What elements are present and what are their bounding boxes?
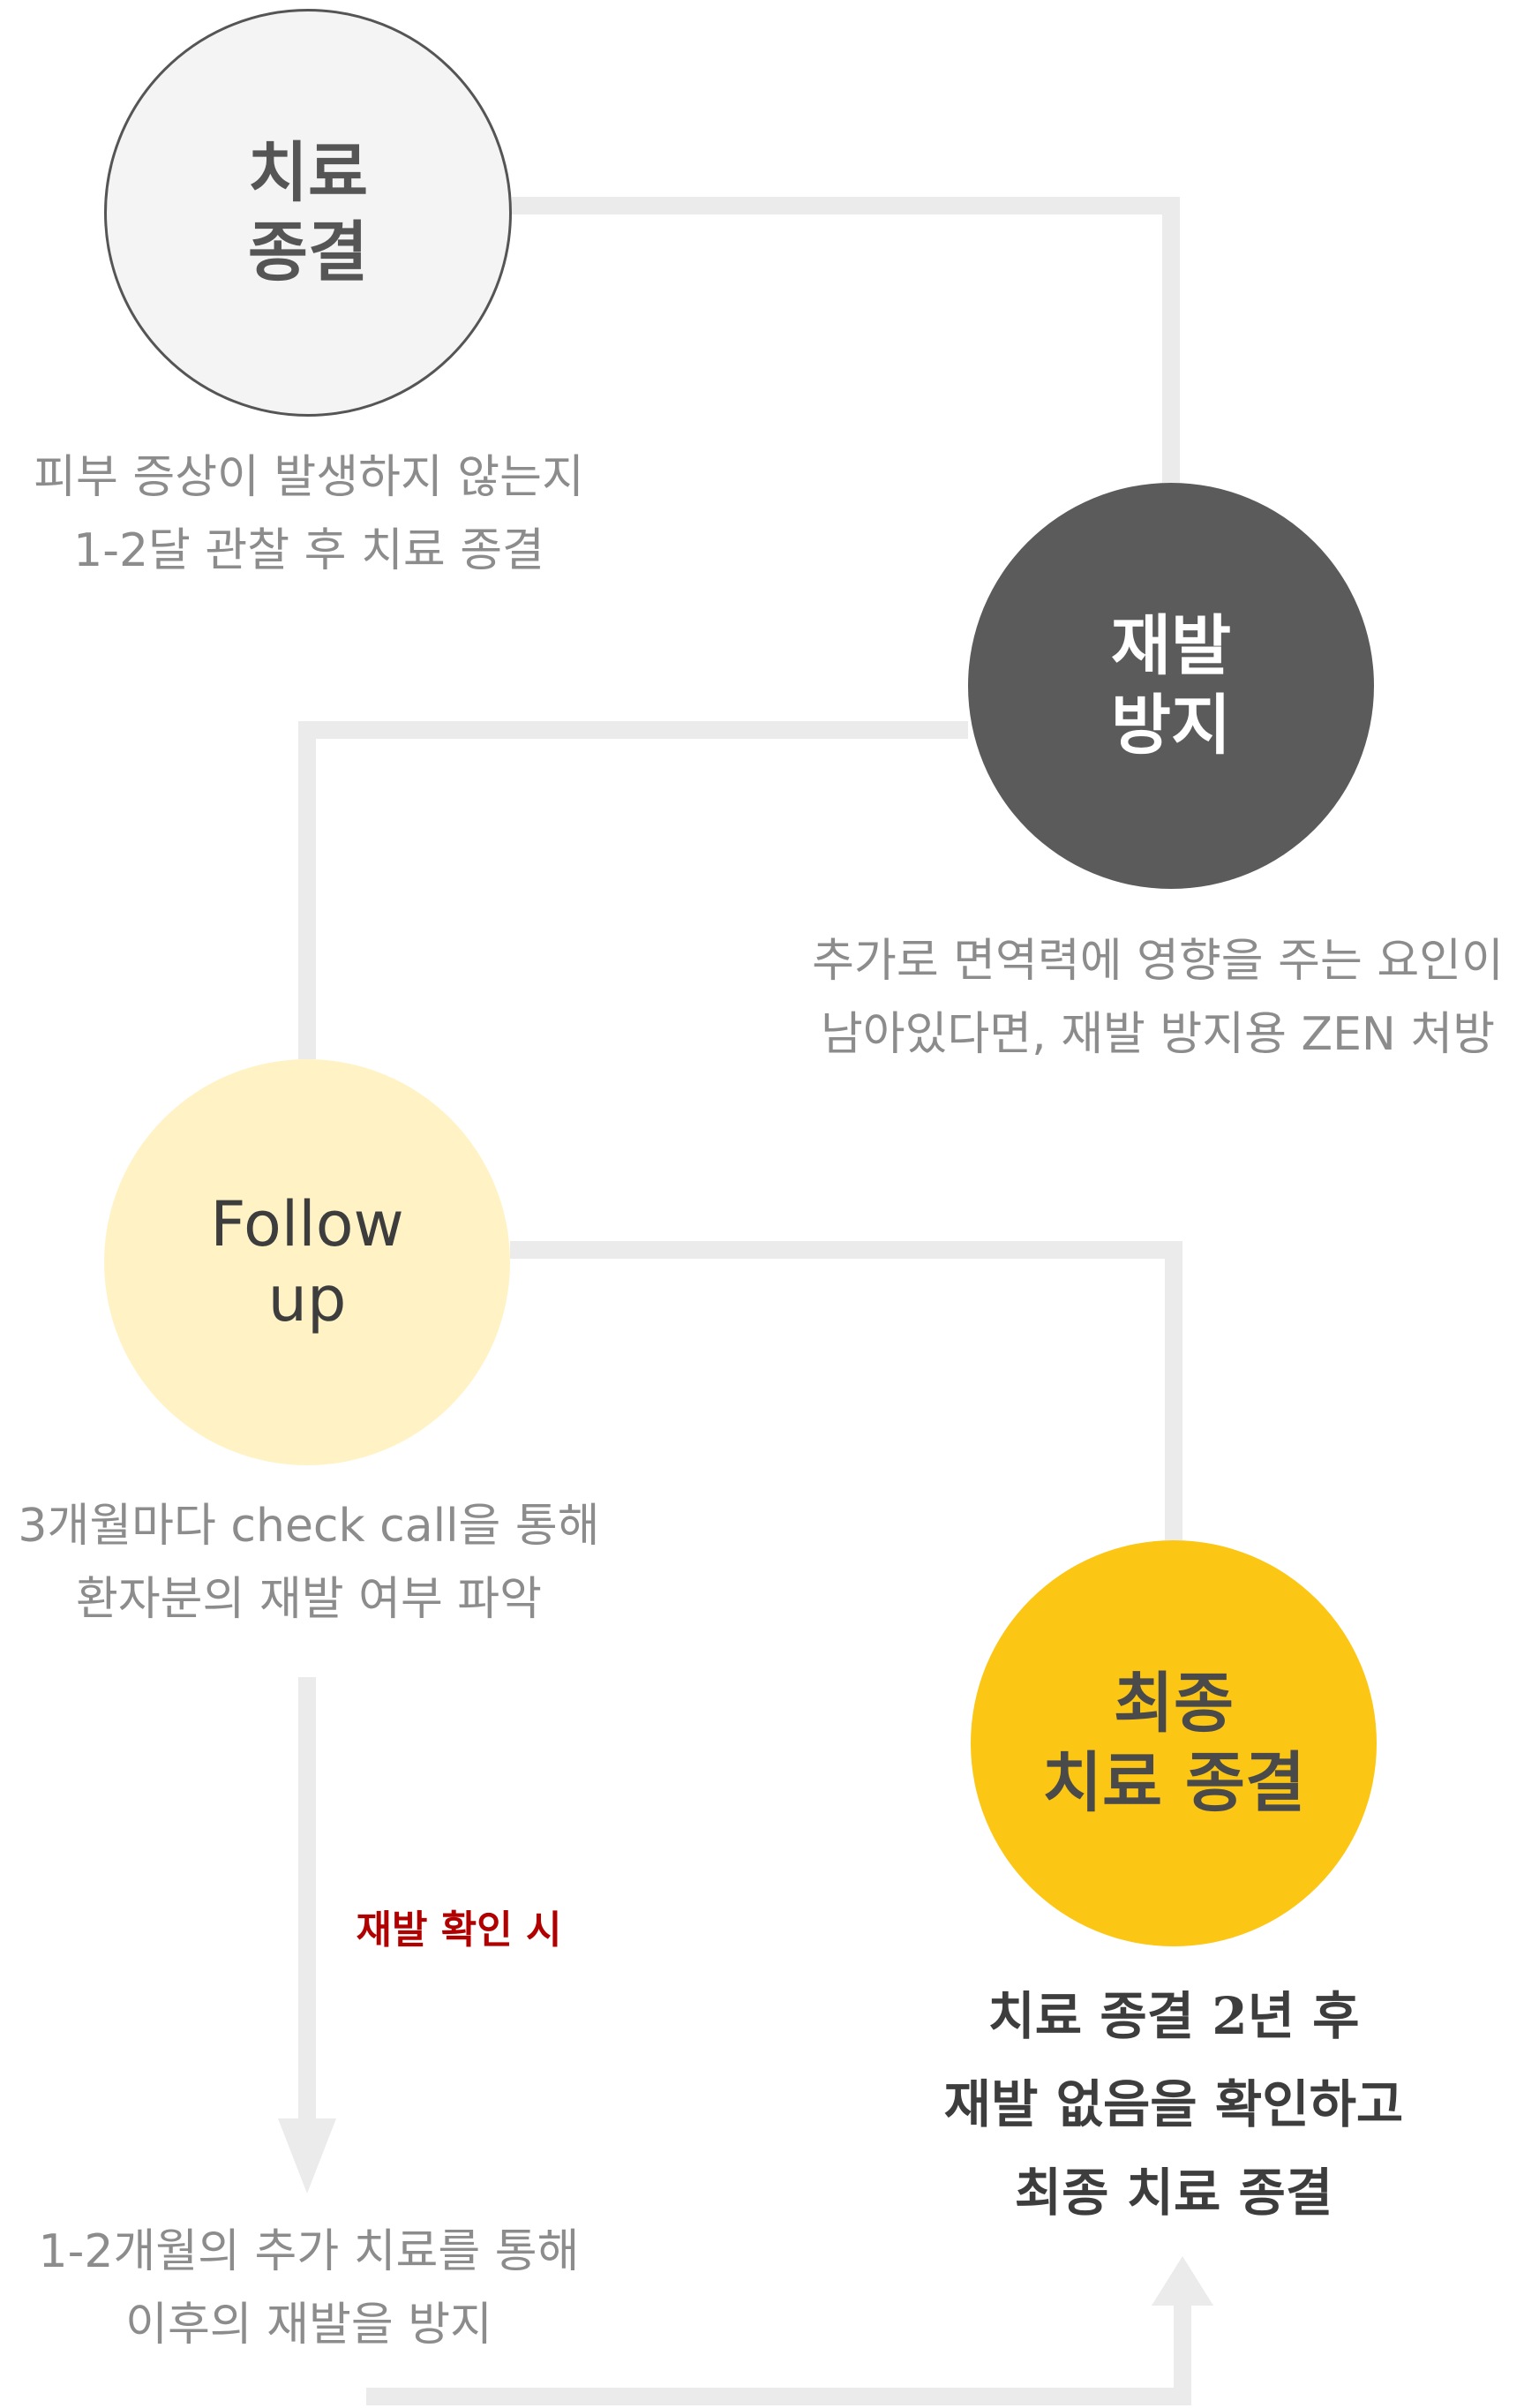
desc-final-treatment-end-line3: 최종 치료 종결	[1014, 2162, 1333, 2223]
node-follow-up-line1: Follow	[210, 1187, 404, 1260]
node-treatment-end: 치료 종결	[104, 9, 512, 417]
node-treatment-end-line1: 치료	[247, 134, 369, 211]
node-relapse-prevention-line1: 재발	[1110, 607, 1232, 684]
desc-treatment-end: 피부 증상이 발생하지 않는지 1-2달 관찰 후 치료 종결	[0, 441, 618, 588]
connector-retreatment-to-final	[366, 2295, 1191, 2405]
desc-final-treatment-end-line2: 재발 없음을 확인하고	[943, 2073, 1404, 2134]
desc-treatment-end-line2: 1-2달 관찰 후 치료 종결	[73, 524, 544, 578]
desc-final-treatment-end-line1: 치료 종결 2년 후	[987, 1986, 1360, 2046]
node-follow-up-line2: up	[267, 1263, 347, 1336]
node-relapse-prevention: 재발 방지	[968, 483, 1374, 889]
desc-additional-treatment: 1-2개월의 추가 치료를 통해 이후의 재발을 방지	[0, 2216, 618, 2362]
node-final-treatment-end-line2: 치료 종결	[1041, 1745, 1306, 1821]
connector-end-to-prevention	[512, 197, 1180, 483]
desc-follow-up: 3개월마다 check call을 통해 환자분의 재발 여부 파악	[0, 1490, 618, 1637]
desc-additional-treatment-line2: 이후의 재발을 방지	[125, 2299, 492, 2352]
node-follow-up: Follow up	[104, 1059, 510, 1465]
desc-additional-treatment-line1: 1-2개월의 추가 치료를 통해	[38, 2225, 580, 2278]
node-final-treatment-end-line1: 최종	[1113, 1665, 1235, 1742]
desc-relapse-prevention: 추가로 면역력에 영향을 주는 요인이 남아있다면, 재발 방지용 ZEN 처방	[777, 925, 1539, 1072]
desc-relapse-prevention-line1: 추가로 면역력에 영향을 주는 요인이	[812, 935, 1504, 988]
desc-relapse-prevention-line2: 남아있다면, 재발 방지용 ZEN 처방	[820, 1008, 1496, 1062]
arrow-up-final	[1152, 2256, 1213, 2306]
node-final-treatment-end: 최종 치료 종결	[971, 1540, 1377, 1946]
desc-follow-up-line2: 환자분의 재발 여부 파악	[76, 1573, 542, 1627]
desc-final-treatment-end: 치료 종결 2년 후 재발 없음을 확인하고 최종 치료 종결	[847, 1973, 1500, 2237]
connector-followup-to-final	[510, 1241, 1182, 1540]
arrow-down-retreatment	[278, 2118, 336, 2194]
desc-treatment-end-line1: 피부 증상이 발생하지 않는지	[34, 451, 584, 504]
node-relapse-prevention-line2: 방지	[1110, 688, 1232, 764]
connector-prevention-to-followup	[298, 721, 968, 1059]
desc-follow-up-line1: 3개월마다 check call을 통해	[18, 1500, 600, 1553]
node-treatment-end-line2: 종결	[247, 214, 369, 290]
recurrence-label: 재발 확인 시	[356, 1908, 562, 1953]
